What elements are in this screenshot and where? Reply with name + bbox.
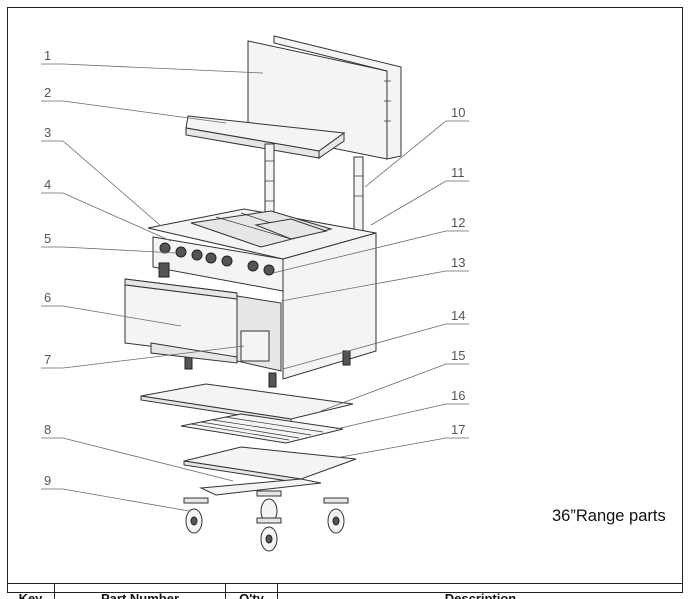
diagram-caption: 36”Range parts [552,507,666,525]
callout-9: 9 [44,473,51,488]
kick-plate [199,478,322,496]
callout-11: 11 [451,165,465,180]
callout-16: 16 [451,388,465,403]
oven-door [124,278,238,364]
exploded-view-diagram: 1 2 3 4 5 6 7 8 9 10 11 12 13 14 15 16 1… [41,35,469,552]
callout-1: 1 [44,48,51,63]
header-qty: Q'ty [225,584,277,599]
callout-6: 6 [44,290,51,305]
overshelf [185,115,346,159]
drip-pan [183,446,357,484]
wire-rack [180,413,344,444]
header-description: Description [277,584,683,599]
leader-lines [41,63,469,512]
callout-15: 15 [451,348,465,363]
callout-8: 8 [44,422,51,437]
callout-2: 2 [44,85,51,100]
parts-table-header: Key Part Number Q'ty Description [7,583,683,599]
callout-10: 10 [451,105,465,120]
callout-7: 7 [44,352,51,367]
callout-4: 4 [44,177,51,192]
callout-5: 5 [44,231,51,246]
callout-13: 13 [451,255,465,270]
casters [183,490,349,552]
callout-17: 17 [451,422,465,437]
header-part-number: Part Number [54,584,225,599]
header-key: Key [18,591,43,599]
callout-12: 12 [451,215,465,230]
callout-3: 3 [44,125,51,140]
range-body [147,208,377,388]
callout-14: 14 [451,308,465,323]
drawing-frame: 1 2 3 4 5 6 7 8 9 10 11 12 13 14 15 16 1… [7,7,683,593]
callout-labels: 1 2 3 4 5 6 7 8 9 10 11 12 13 14 15 16 1… [44,48,465,488]
